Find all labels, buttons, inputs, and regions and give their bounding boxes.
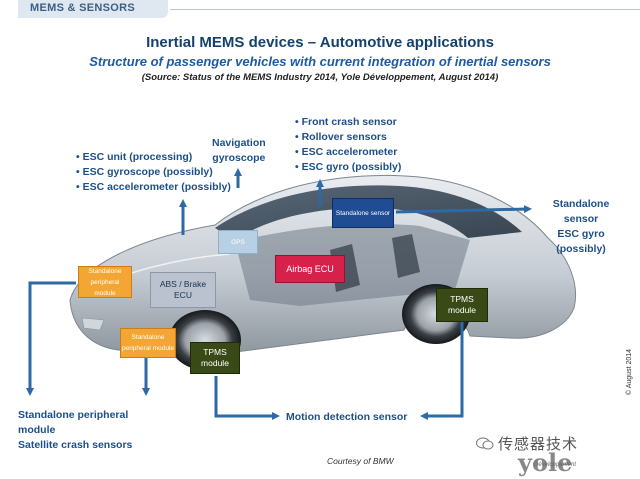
annotation-line: • ESC unit (processing) (76, 151, 193, 163)
source-note: (Source: Status of the MEMS Industry 201… (141, 72, 499, 83)
annotation-line: • ESC accelerometer (possibly) (76, 181, 231, 193)
annotation-line: gyroscope (212, 152, 266, 164)
standalone-peripheral-box-side: Standalone peripheral module (120, 328, 176, 358)
wechat-icon (476, 437, 494, 450)
standalone-peripheral-box-front: Standalone peripheral module (78, 266, 132, 298)
section-tab (18, 0, 168, 18)
slide-title: Inertial MEMS devices – Automotive appli… (146, 34, 494, 51)
annotation-line: • Front crash sensor (295, 116, 397, 128)
annotation-line: sensor (563, 213, 599, 225)
gps-box: GPS (218, 230, 258, 254)
standalone-sensor-box: Standalone sensor (332, 198, 394, 228)
slide-subtitle: Structure of passenger vehicles with cur… (89, 54, 551, 69)
tpms-module-box-rear: TPMS module (436, 288, 488, 322)
motion-annotation: Motion detection sensor (286, 411, 408, 423)
header-bar: MEMS & SENSORS (0, 0, 640, 18)
annotation-line: • Rollover sensors (295, 131, 387, 143)
yole-logo-sub: Développement (534, 462, 577, 468)
header-rule (170, 9, 640, 10)
annotation-line: (possibly) (556, 243, 606, 255)
arrow-motion-left (214, 376, 280, 420)
seat-rear (392, 234, 420, 278)
tpms-module-box-front: TPMS module (190, 342, 240, 374)
annotation-line: • ESC gyroscope (possibly) (76, 166, 213, 178)
arrow-standalone-sensor (395, 205, 532, 214)
watermark-text: 传感器技术 (498, 436, 579, 453)
annotation-line: Navigation (212, 137, 266, 149)
arrow-peripheral-module (26, 281, 76, 396)
esc-unit-annotation: • ESC unit (processing) • ESC gyroscope … (76, 150, 231, 195)
annotation-line: Standalone peripheral (18, 409, 129, 421)
car-glass (215, 185, 522, 240)
annotation-line: module (18, 424, 56, 436)
front-crash-annotation: • Front crash sensor • Rollover sensors … (295, 115, 401, 175)
peripheral-module-annotation: Standalone peripheral module Satellite c… (18, 408, 132, 453)
annotation-line: Standalone (552, 198, 610, 210)
airbag-ecu-box: Airbag ECU (275, 255, 345, 283)
annotation-line: • ESC gyro (possibly) (295, 161, 402, 173)
annotation-line: Satellite crash sensors (18, 439, 133, 451)
yole-logo: yole (518, 448, 573, 477)
annotation-line: ESC gyro (557, 228, 605, 240)
courtesy-note: Courtesy of BMW (327, 456, 394, 466)
abs-brake-ecu-box: ABS / Brake ECU (150, 272, 216, 308)
annotation-line: • ESC accelerometer (295, 146, 398, 158)
navigation-annotation: Navigation gyroscope (212, 136, 266, 166)
arrow-motion-right (420, 318, 464, 420)
section-label: MEMS & SENSORS (30, 2, 136, 14)
copyright-note: © August 2014 (626, 348, 633, 395)
standalone-gyro-annotation: Standalone sensor ESC gyro (possibly) (538, 197, 624, 257)
headlight (81, 317, 105, 331)
